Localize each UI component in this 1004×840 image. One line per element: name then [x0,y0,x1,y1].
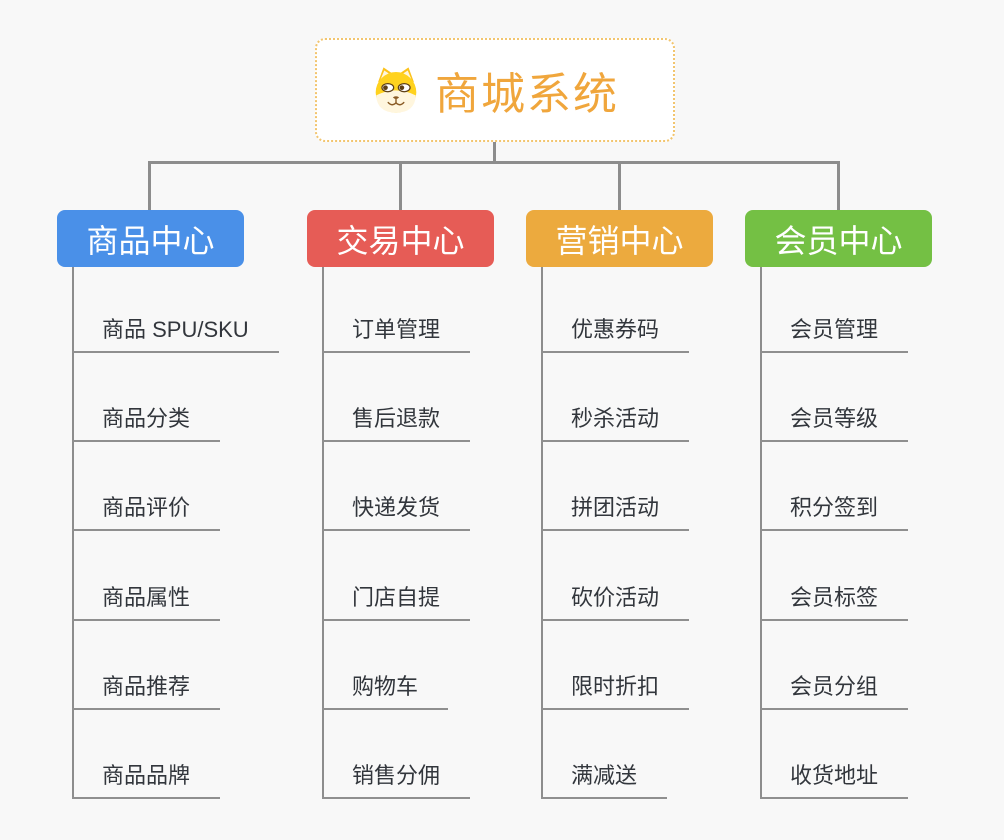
leaf-node[interactable]: 购物车 [322,669,449,710]
connector-drop [618,161,621,210]
leaf-node[interactable]: 砍价活动 [541,580,690,621]
branch-label: 商品中心 [86,222,215,259]
leaf-node[interactable]: 快递发货 [322,490,471,531]
leaf-node[interactable]: 优惠券码 [541,312,690,353]
leaf-node[interactable]: 商品属性 [72,580,221,621]
leaf-node[interactable]: 商品推荐 [72,669,221,710]
leaf-node[interactable]: 会员分组 [760,669,909,710]
leaf-node[interactable]: 会员标签 [760,580,909,621]
connector-drop [399,161,402,210]
leaf-node[interactable]: 会员等级 [760,401,909,442]
connector-horizontal-spine [148,161,840,164]
dog-face-icon [375,67,417,113]
leaf-node[interactable]: 商品评价 [72,490,221,531]
branch-node-member-center[interactable]: 会员中心 [745,210,932,267]
root-title: 商城系统 [435,70,619,119]
branch-node-marketing-center[interactable]: 营销中心 [526,210,713,267]
leaf-node[interactable]: 门店自提 [322,580,471,621]
leaf-node[interactable]: 售后退款 [322,401,471,442]
leaf-node[interactable]: 满减送 [541,758,668,799]
root-node[interactable]: 商城系统 [315,38,675,142]
leaf-node[interactable]: 商品品牌 [72,758,221,799]
leaf-node[interactable]: 积分签到 [760,490,909,531]
leaf-node[interactable]: 商品 SPU/SKU [72,312,279,353]
branch-label: 交易中心 [336,222,465,259]
connector-drop [148,161,151,210]
leaf-node[interactable]: 商品分类 [72,401,221,442]
branch-trunk [322,267,324,799]
connector-root-stem [493,142,496,164]
branch-label: 会员中心 [774,222,903,259]
connector-drop [837,161,840,210]
branch-node-trade-center[interactable]: 交易中心 [307,210,494,267]
leaf-node[interactable]: 秒杀活动 [541,401,690,442]
leaf-node[interactable]: 限时折扣 [541,669,690,710]
leaf-node[interactable]: 订单管理 [322,312,471,353]
leaf-node[interactable]: 销售分佣 [322,758,471,799]
leaf-node[interactable]: 拼团活动 [541,490,690,531]
branch-trunk [541,267,543,799]
branch-trunk [72,267,74,799]
leaf-node[interactable]: 收货地址 [760,758,909,799]
branch-node-goods-center[interactable]: 商品中心 [57,210,244,267]
leaf-node[interactable]: 会员管理 [760,312,909,353]
branch-trunk [760,267,762,799]
branch-label: 营销中心 [555,222,684,259]
